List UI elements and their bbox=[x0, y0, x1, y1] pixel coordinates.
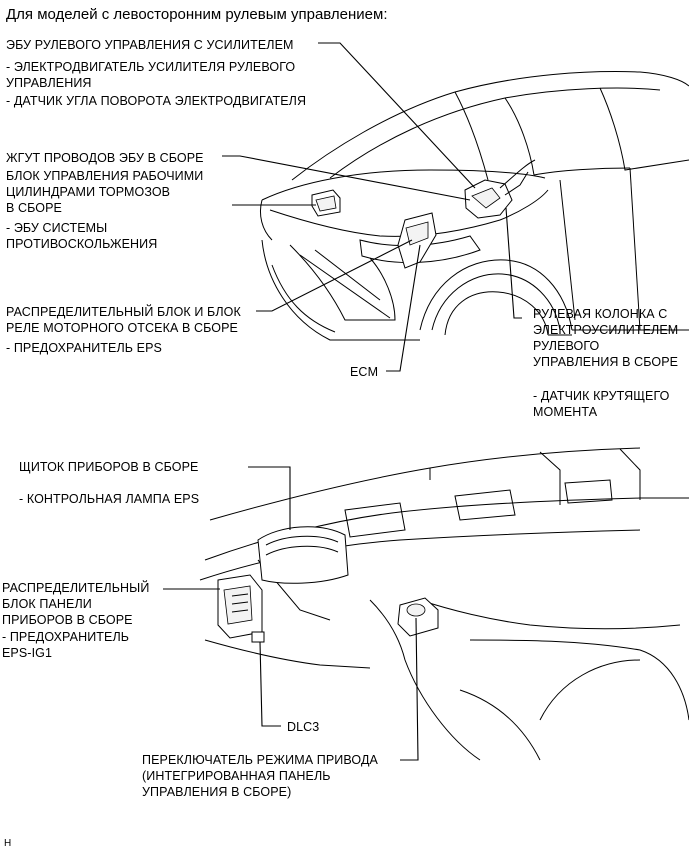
label-ecm: ECM bbox=[350, 365, 379, 379]
label-engine-relay-block: РАСПРЕДЕЛИТЕЛЬНЫЙ БЛОК И БЛОК РЕЛЕ МОТОР… bbox=[6, 305, 241, 335]
label-dlc3: DLC3 bbox=[287, 720, 320, 734]
label-drive-mode-switch: ПЕРЕКЛЮЧАТЕЛЬ РЕЖИМА ПРИВОДА (ИНТЕГРИРОВ… bbox=[142, 753, 378, 799]
label-instrument-panel-junction-block: РАСПРЕДЕЛИТЕЛЬНЫЙ БЛОК ПАНЕЛИ ПРИБОРОВ В… bbox=[2, 581, 150, 627]
dlc3-part bbox=[251, 631, 265, 643]
label-torque-sensor: - ДАТЧИК КРУТЯЩЕГО МОМЕНТА bbox=[533, 389, 670, 419]
label-eps-ecu: ЭБУ РУЛЕВОГО УПРАВЛЕНИЯ С УСИЛИТЕЛЕМ bbox=[6, 38, 294, 52]
figure-code: H bbox=[4, 838, 12, 849]
label-wire-harness: ЖГУТ ПРОВОДОВ ЭБУ В СБОРЕ bbox=[6, 151, 204, 165]
combination-meter-part bbox=[257, 526, 349, 584]
label-combination-meter: ЩИТОК ПРИБОРОВ В СБОРЕ bbox=[19, 460, 199, 474]
label-brake-actuator: БЛОК УПРАВЛЕНИЯ РАБОЧИМИ ЦИЛИНДРАМИ ТОРМ… bbox=[6, 169, 204, 215]
dashboard-illustration bbox=[199, 447, 689, 761]
label-eps-ecu-motor: - ЭЛЕКТРОДВИГАТЕЛЬ УСИЛИТЕЛЯ РУЛЕВОГО УП… bbox=[6, 60, 296, 90]
label-skid-control-ecu: - ЭБУ СИСТЕМЫ ПРОТИВОСКОЛЬЖЕНИЯ bbox=[6, 221, 158, 251]
diagram-title: Для моделей с левосторонним рулевым упра… bbox=[6, 6, 388, 23]
leader-lines bbox=[163, 42, 522, 761]
label-eps-ecu-sensor: - ДАТЧИК УГЛА ПОВОРОТА ЭЛЕКТРОДВИГАТЕЛЯ bbox=[6, 94, 307, 108]
label-eps-fuse: - ПРЕДОХРАНИТЕЛЬ EPS bbox=[6, 341, 162, 355]
car-front-illustration bbox=[259, 71, 689, 341]
label-eps-warning-lamp: - КОНТРОЛЬНАЯ ЛАМПА EPS bbox=[19, 492, 200, 506]
label-eps-ig1-fuse: - ПРЕДОХРАНИТЕЛЬ EPS-IG1 bbox=[2, 630, 130, 660]
